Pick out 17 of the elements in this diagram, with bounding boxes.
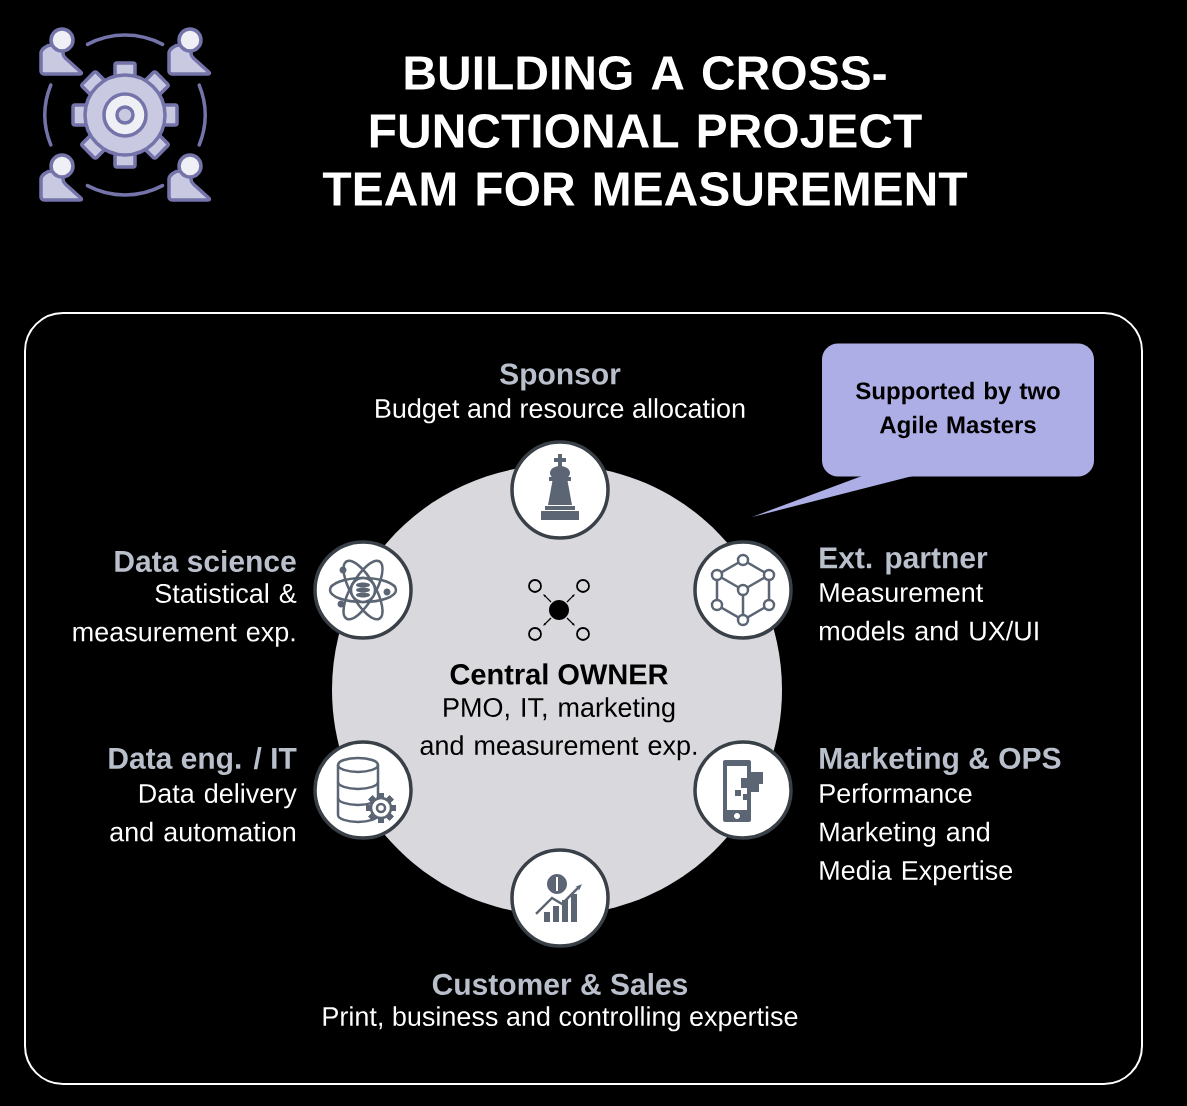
role-heading: Customer & Sales	[432, 972, 688, 995]
role-description: Performance Marketing and Media Expertise	[820, 783, 1013, 886]
role-description: Statistical & measurement exp.	[73, 583, 297, 647]
role-heading: Ext. partner	[820, 547, 988, 575]
role-description: Budget and resource allocation	[376, 398, 745, 424]
icon-circle	[313, 540, 413, 640]
role-description: Measurement models and UX/UI	[820, 583, 1038, 641]
role-description: Print, business and controlling expertise	[323, 1006, 798, 1032]
icon-circle	[313, 740, 413, 840]
speech-bubble: Supported by two Agile Masters	[752, 343, 1094, 517]
role-heading: Data eng. / IT	[109, 746, 297, 776]
role-heading: Data science	[115, 549, 296, 572]
icon-circle	[510, 848, 610, 948]
role-heading: Sponsor	[500, 363, 621, 391]
role-heading: Marketing & OPS	[820, 746, 1061, 776]
title: BUILDING A CROSS-FUNCTIONAL PROJECT TEAM FOR MEASUREMENT	[322, 56, 968, 206]
role-description: Data delivery and automation	[110, 783, 297, 842]
